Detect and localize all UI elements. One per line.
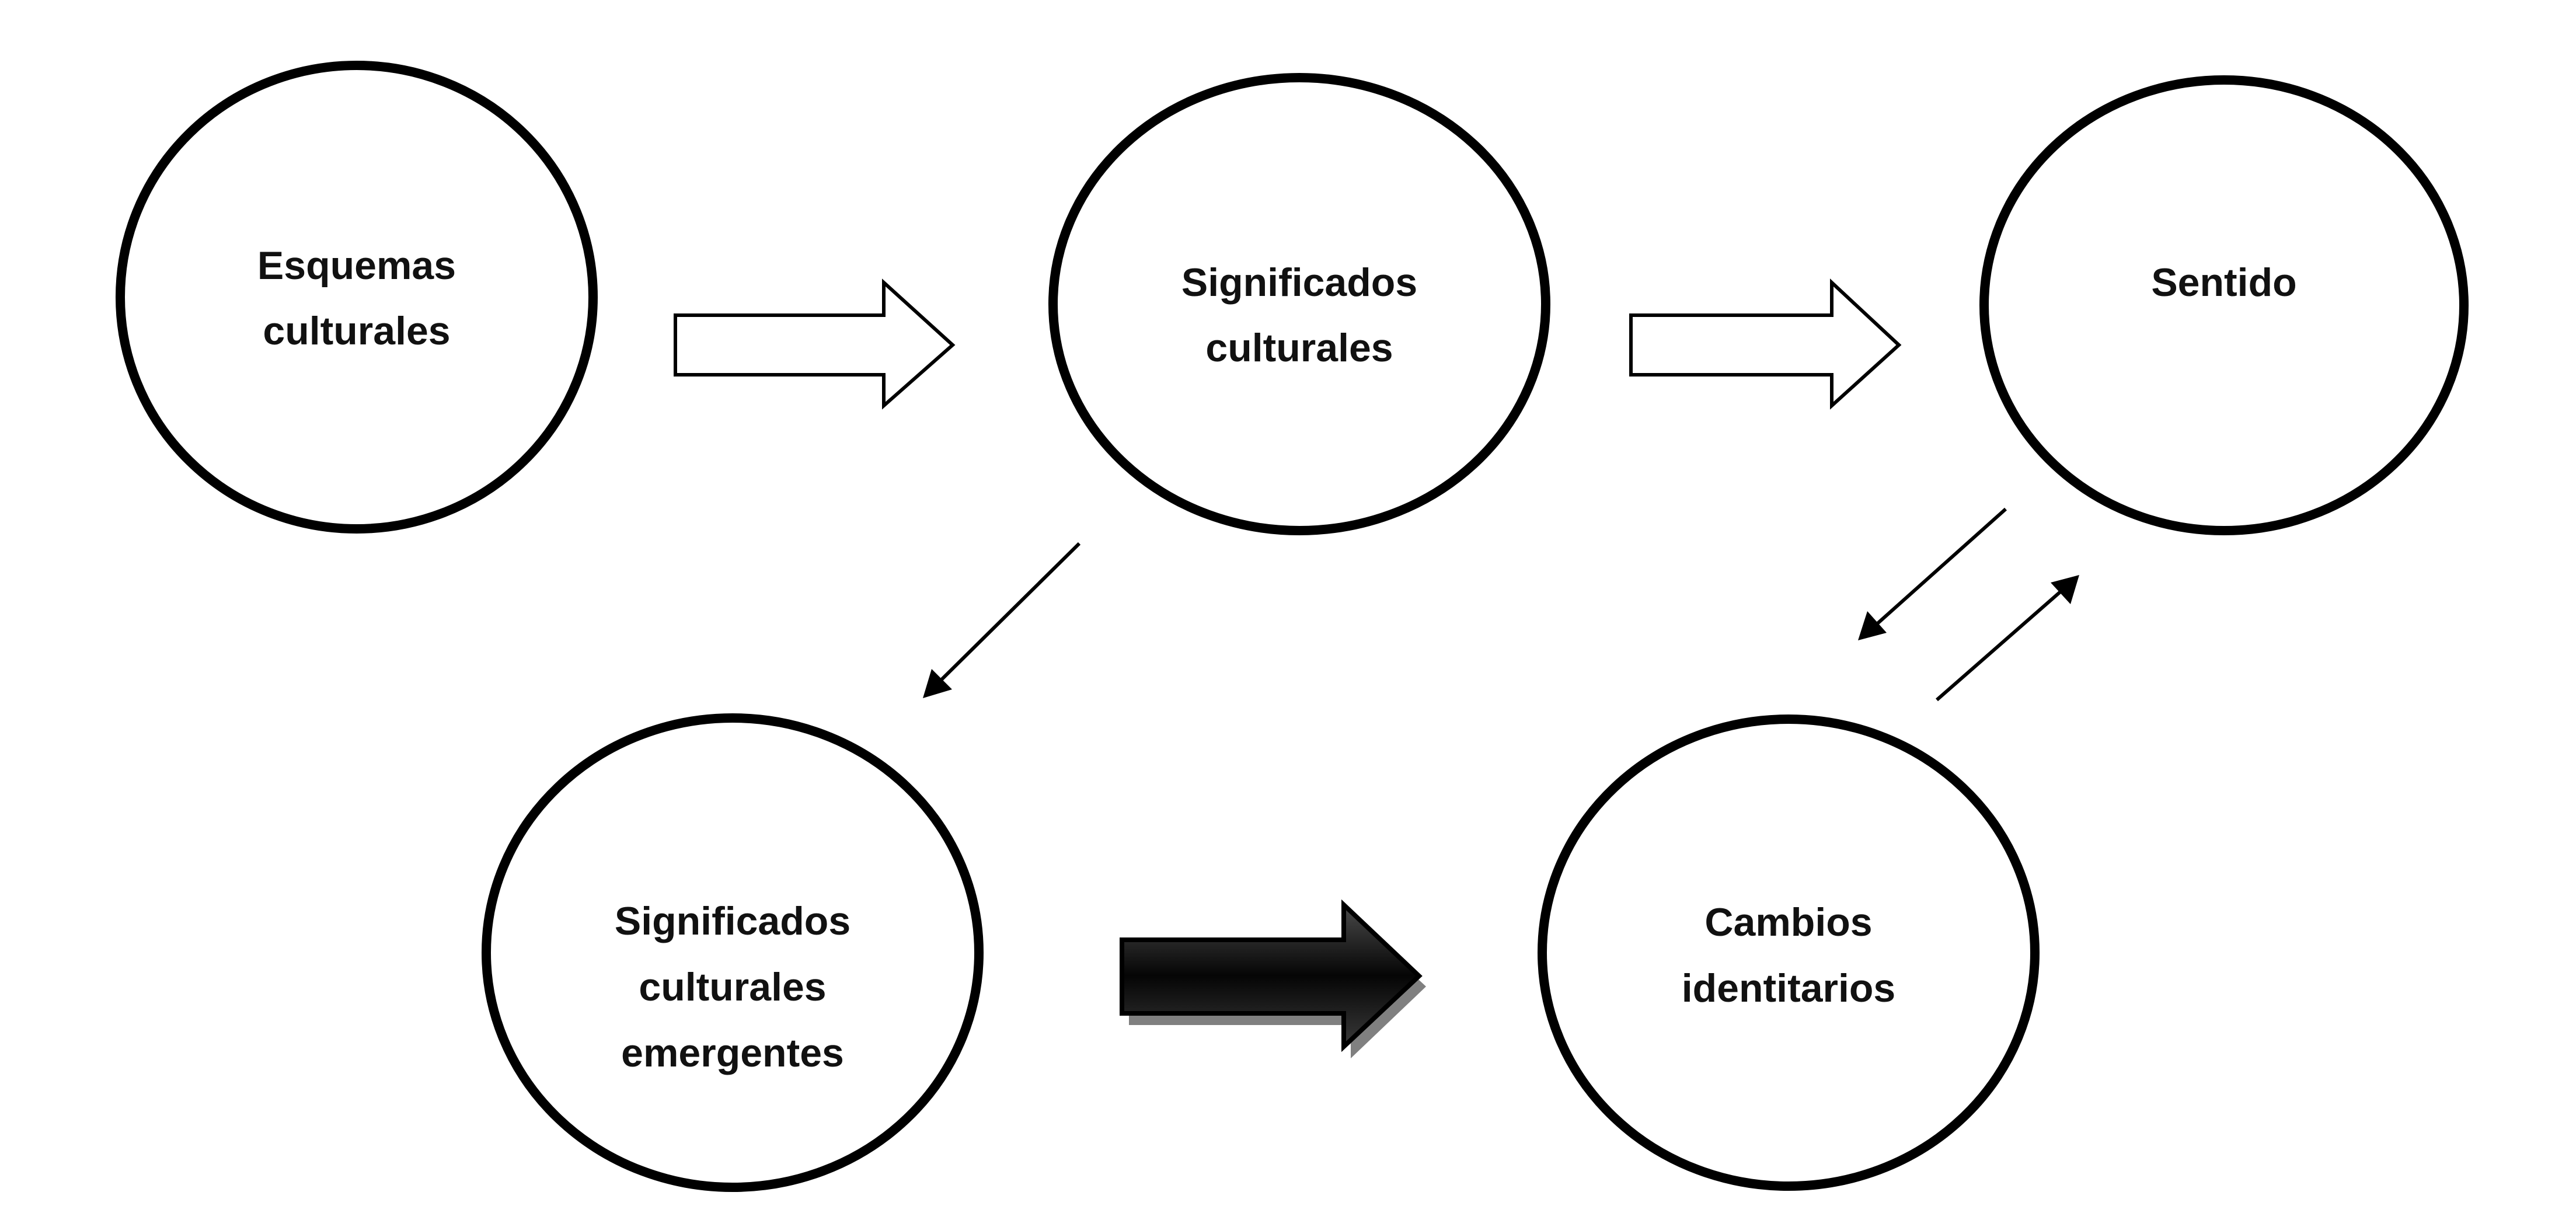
node-significados-culturales-emergentes: Significados culturales emergentes	[482, 713, 984, 1192]
node-label-line: culturales	[1205, 326, 1393, 370]
node-cambios-identitarios: Cambios identitarios	[1538, 714, 2040, 1191]
node-label-line: emergentes	[621, 1031, 844, 1075]
node-circle	[1538, 714, 2040, 1191]
node-label-line: Significados	[1181, 260, 1417, 305]
node-label-line: identitarios	[1682, 966, 1896, 1010]
node-label-line: culturales	[263, 309, 450, 353]
solid-arrow-emergentes-to-cambios	[1120, 899, 1426, 1058]
hollow-arrow-esquemas-to-significados	[674, 278, 956, 410]
node-circle	[1048, 73, 1550, 535]
hollow-arrow-significados-to-sentido	[1629, 278, 1902, 410]
thin-arrow-sentido-to-cambios	[1858, 507, 2007, 640]
thin-arrow-significados-to-emergentes	[923, 542, 1081, 698]
node-label-line: Significados	[615, 899, 850, 943]
node-label-line: Esquemas	[257, 243, 456, 288]
arrowhead	[923, 669, 952, 698]
node-esquemas-culturales: Esquemas culturales	[116, 61, 598, 534]
node-circle	[116, 61, 598, 534]
node-significados-culturales: Significados culturales	[1048, 73, 1550, 535]
thin-arrow-cambios-to-sentido	[1936, 575, 2079, 702]
solid-arrow-body	[1120, 899, 1423, 1052]
node-circle	[1979, 75, 2469, 535]
node-label-line: Cambios	[1704, 900, 1872, 944]
node-label-line: culturales	[639, 965, 826, 1009]
node-circle	[482, 713, 984, 1192]
arrowhead	[2051, 575, 2079, 604]
arrowhead	[1858, 611, 1887, 640]
node-sentido: Sentido	[1979, 75, 2469, 535]
node-label-line: Sentido	[2151, 260, 2296, 305]
